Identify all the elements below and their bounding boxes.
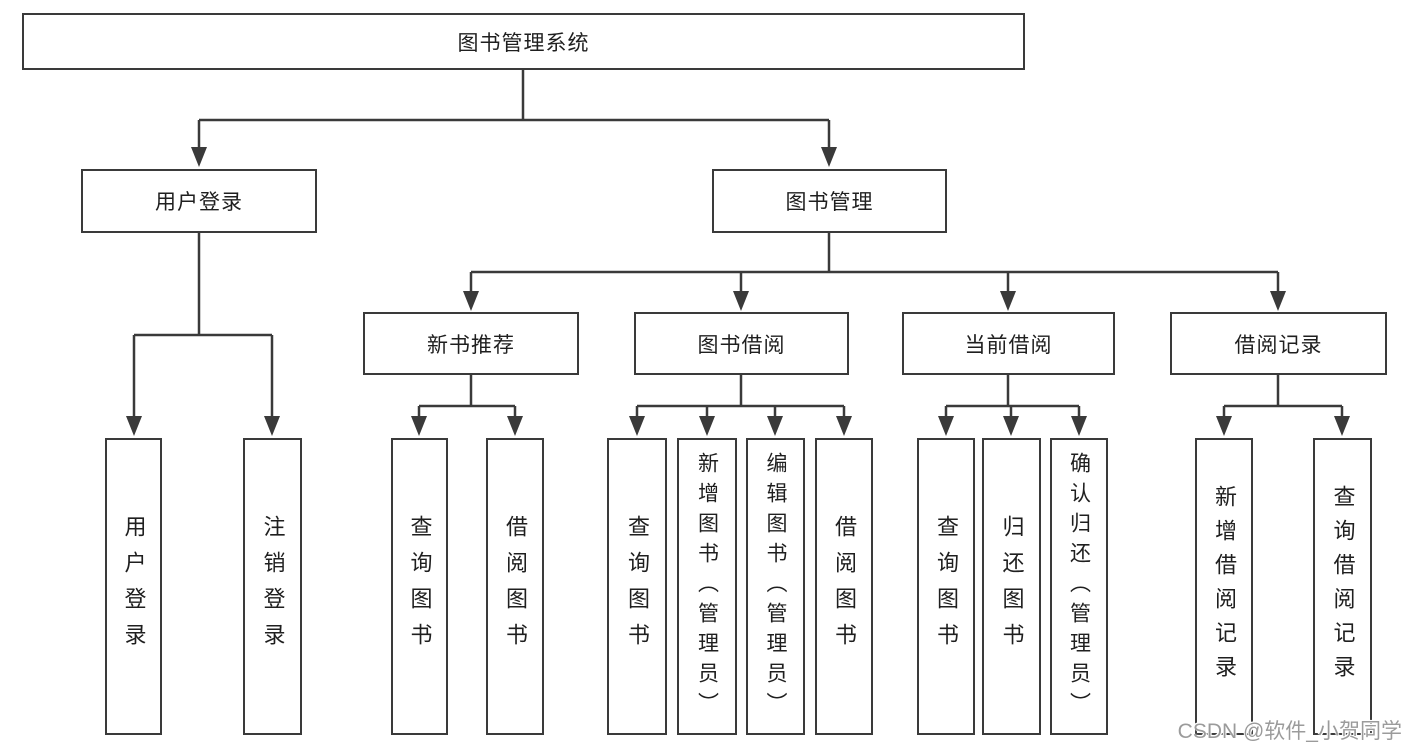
connector-rails [134,70,1342,408]
node-label: 注销登录 [260,514,286,659]
leaf-return-books: 归还图书 [982,438,1041,735]
node-label: 用户登录 [121,514,147,659]
node-label: 查询借阅记录 [1330,484,1356,689]
node-label: 新增借阅记录 [1212,484,1237,689]
node-label: 当前借阅 [964,333,1053,357]
node-current-borrow: 当前借阅 [902,312,1115,375]
node-label: 确认归还（管理员） [1067,451,1091,722]
leaf-add-borrow-record: 新增借阅记录 [1195,438,1253,735]
node-new-book-recommend: 新书推荐 [363,312,579,375]
leaf-search-books-2: 查询图书 [607,438,667,735]
node-label: 用户登录 [155,191,243,214]
node-label: 新书推荐 [427,333,515,357]
leaf-search-books-3: 查询图书 [917,438,975,735]
node-book-borrow: 图书借阅 [634,312,849,375]
leaf-add-books-admin: 新增图书（管理员） [677,438,737,735]
node-label: 图书借阅 [697,333,786,357]
leaf-user-login: 用户登录 [105,438,162,735]
csdn-watermark: CSDN @软件_小贺同学 [1177,720,1402,743]
node-book-mgmt: 图书管理 [712,169,947,233]
node-label: 图书管理 [785,191,874,214]
leaf-borrow-books-2: 借阅图书 [815,438,873,735]
leaf-edit-books-admin: 编辑图书（管理员） [746,438,805,735]
node-root-label: 图书管理系统 [457,31,590,55]
leaf-confirm-return-admin: 确认归还（管理员） [1050,438,1108,735]
node-label: 查询图书 [407,514,433,659]
leaf-logout: 注销登录 [243,438,302,735]
leaf-search-books-1: 查询图书 [391,438,448,735]
node-label: 借阅记录 [1234,333,1323,357]
node-label: 新增图书（管理员） [695,451,719,722]
node-label: 归还图书 [999,514,1025,659]
node-label: 编辑图书（管理员） [764,451,787,722]
node-root: 图书管理系统 [22,13,1025,70]
node-label: 借阅图书 [503,514,528,659]
node-label: 借阅图书 [832,514,857,659]
leaf-search-borrow-record: 查询借阅记录 [1313,438,1372,735]
node-user-login: 用户登录 [81,169,317,233]
leaf-borrow-books-1: 借阅图书 [486,438,544,735]
node-label: 查询图书 [934,514,959,659]
node-borrow-records: 借阅记录 [1170,312,1387,375]
node-label: 查询图书 [625,514,650,659]
